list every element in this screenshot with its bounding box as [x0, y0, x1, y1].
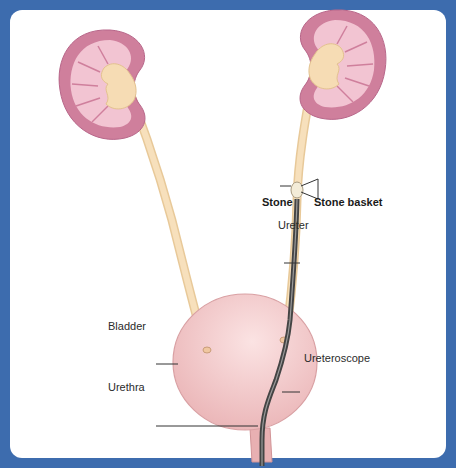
stone-basket-label: Stone basket [314, 196, 382, 209]
ureter-label: Ureter [278, 219, 309, 232]
urethra-label: Urethra [108, 381, 145, 394]
bladder [173, 294, 317, 430]
stone [291, 182, 303, 198]
ureteroscope [262, 199, 297, 466]
stone-label: Stone [262, 196, 293, 209]
bladder-label: Bladder [108, 320, 146, 333]
ureteroscope-label: Ureteroscope [304, 352, 370, 365]
kidney [300, 10, 386, 119]
kidney [59, 30, 145, 139]
